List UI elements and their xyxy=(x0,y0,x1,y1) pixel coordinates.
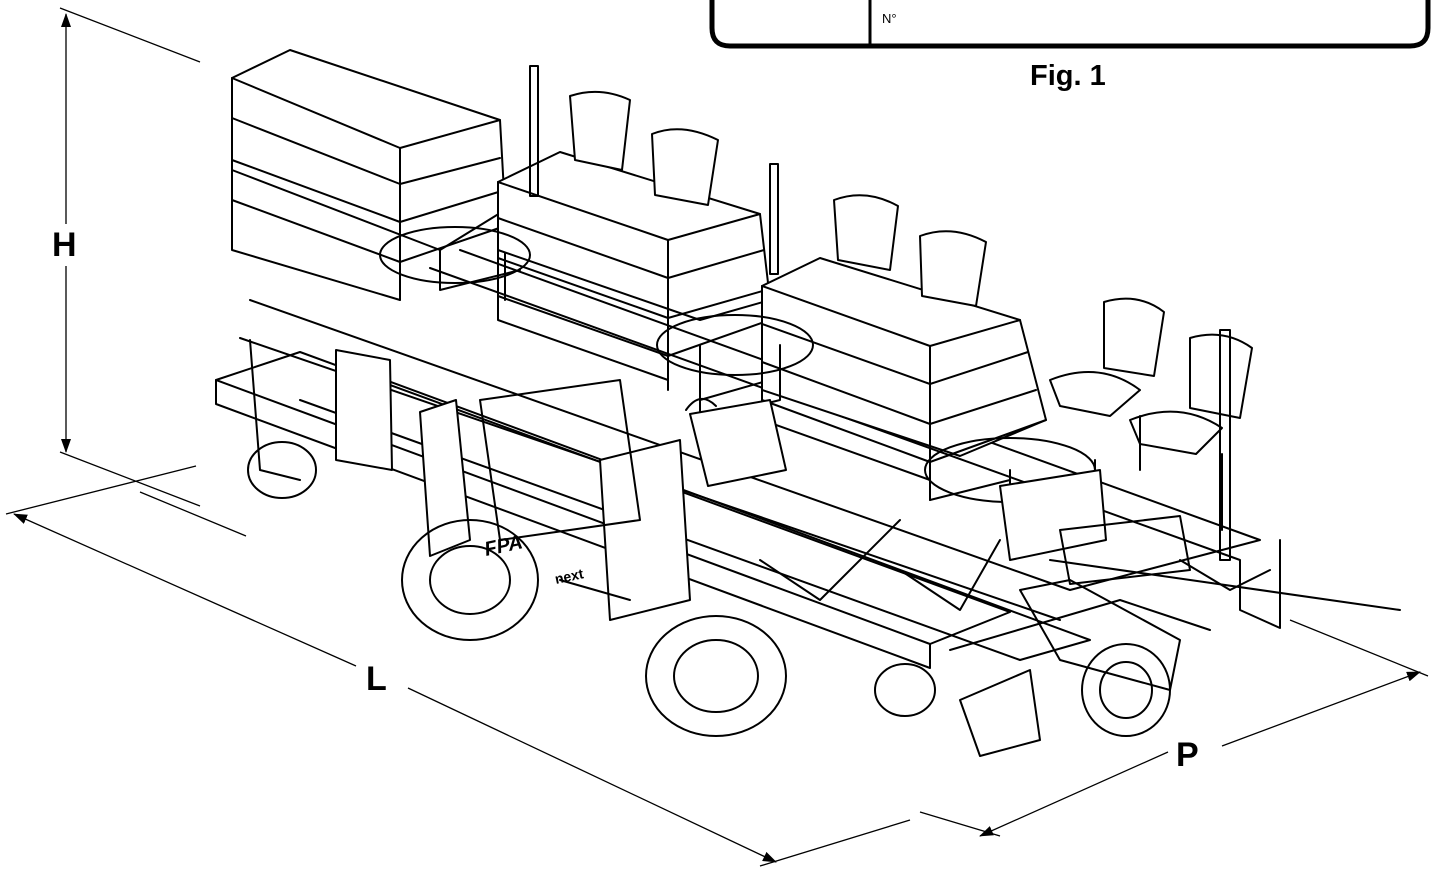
dimension-l xyxy=(5,465,911,867)
dimension-h-label: H xyxy=(52,226,77,264)
struts xyxy=(249,339,1271,611)
dimension-p-label: P xyxy=(1176,736,1199,774)
dimension-p xyxy=(919,619,1429,837)
tray-cage-1 xyxy=(231,49,521,301)
tray-cage-3 xyxy=(761,257,1047,501)
nameplate-box xyxy=(709,0,1431,49)
wheels xyxy=(247,441,1171,737)
dimension-h xyxy=(59,7,201,507)
transplanter-machine xyxy=(215,49,1401,757)
machine-model-text: FPA xyxy=(482,531,524,561)
posts xyxy=(529,65,1231,561)
nameplate-field-label: N° xyxy=(882,11,897,26)
tray-cage-2 xyxy=(497,151,771,401)
figure-caption: Fig. 1 xyxy=(1030,60,1106,92)
planting-units xyxy=(335,349,1191,757)
dimension-l-label: L xyxy=(366,660,387,698)
machine-small-text: next xyxy=(553,565,585,587)
